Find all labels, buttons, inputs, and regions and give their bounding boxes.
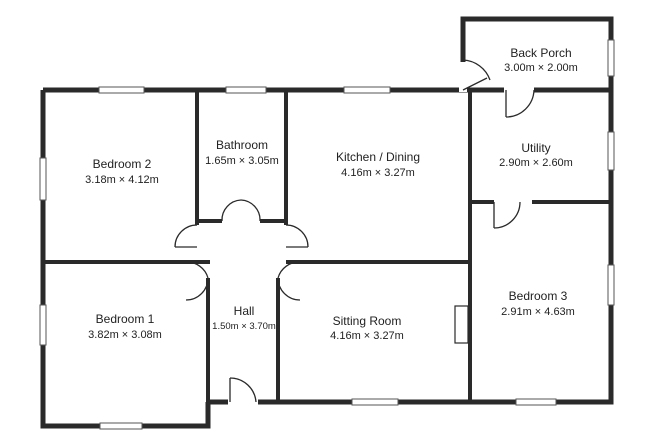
door-bedroom-1 [185,261,209,301]
windows [39,39,615,430]
room-dims-hall: 1.50m × 3.70m [212,321,276,332]
room-name-bedroom-2: Bedroom 2 [93,157,152,171]
room-name-back-porch: Back Porch [510,46,571,60]
door-back-porch [459,59,491,92]
window-kitchen-top [343,86,391,94]
room-dims-bedroom-2: 3.18m × 4.12m [85,174,159,186]
window-bedroom-2-top [98,86,145,94]
window-bedroom-3-bottom [515,398,557,406]
fireplace [454,305,469,344]
door-bedroom-2 [174,224,198,248]
room-dims-kitchen-dining: 4.16m × 3.27m [341,167,415,179]
room-dims-bedroom-3: 2.91m × 4.63m [501,306,575,318]
room-name-utility: Utility [521,141,550,155]
doors [174,59,535,406]
door-utility-top [504,86,535,118]
window-utility-right [607,131,615,171]
window-sitting-room-bottom [351,398,399,406]
room-name-bedroom-1: Bedroom 1 [96,312,155,326]
window-bedroom-1-left [39,304,47,346]
room-dims-utility: 2.90m × 2.60m [499,157,573,169]
room-dims-bedroom-1: 3.82m × 3.08m [88,329,162,341]
door-bathroom [221,199,261,222]
door-sitting-room [277,261,301,301]
room-dims-sitting-room: 4.16m × 3.27m [330,330,404,342]
window-bedroom-3-right [607,264,615,306]
room-name-kitchen-dining: Kitchen / Dining [336,150,420,164]
window-bedroom-1-bottom [99,422,143,430]
door-bedroom-3 [493,198,532,229]
window-bathroom-top [225,86,267,94]
room-dims-back-porch: 3.00m × 2.00m [504,62,578,74]
room-name-sitting-room: Sitting Room [333,314,402,328]
room-labels: Back Porch 3.00m × 2.00m Bedroom 2 3.18m… [85,46,578,342]
interior-walls [43,90,611,402]
door-front [228,377,258,406]
room-dims-bathroom: 1.65m × 3.05m [205,155,279,167]
window-porch-right [607,39,615,77]
door-kitchen [285,224,309,248]
window-bedroom-2-left [39,157,47,201]
room-name-bathroom: Bathroom [216,138,268,152]
room-name-hall: Hall [234,304,255,318]
room-name-bedroom-3: Bedroom 3 [509,289,568,303]
